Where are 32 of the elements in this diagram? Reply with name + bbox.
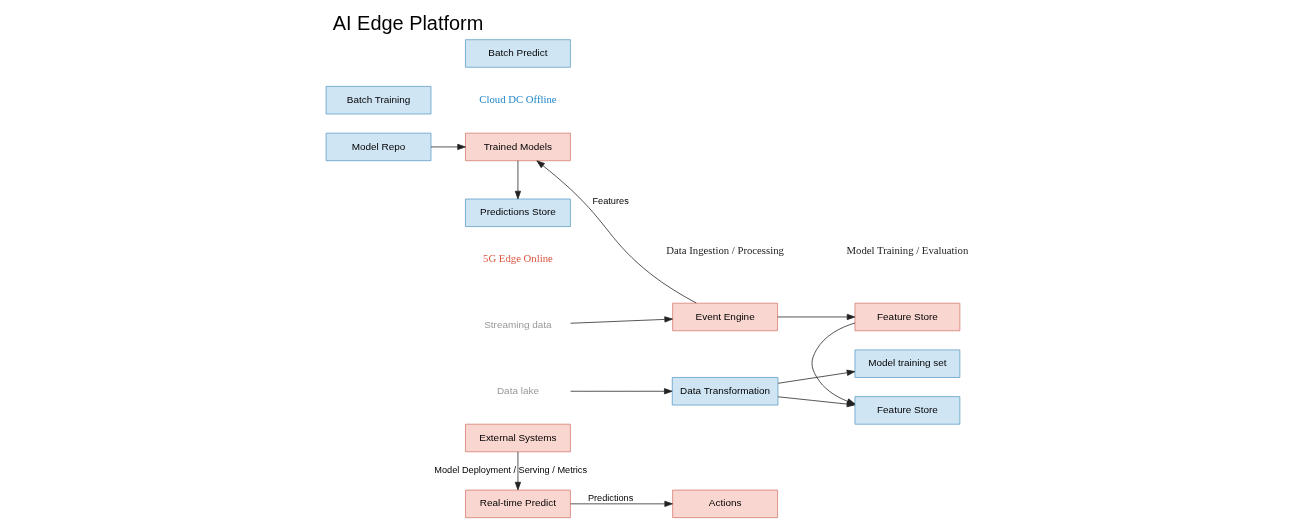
edge-label: Features [591, 196, 629, 207]
node-box: External Systems [464, 423, 571, 453]
arrow [776, 313, 855, 321]
edge-label: Predictions [587, 493, 633, 504]
arrow [536, 160, 697, 304]
node-box: Batch Predict [464, 39, 571, 68]
label: Data Ingestion / Processing [665, 243, 784, 256]
arrow [430, 143, 466, 150]
arrow [569, 500, 673, 507]
node-text: Data lake [496, 384, 539, 396]
arrow [569, 316, 673, 324]
node-box: Trained Models [464, 132, 571, 162]
node-box: Real-time Predict [464, 489, 571, 519]
label: 5G Edge Online [482, 252, 553, 265]
arrow [569, 388, 672, 395]
arrow [777, 369, 855, 384]
node-box: Actions [671, 489, 778, 519]
node-box: Predictions Store [464, 198, 571, 227]
node-box: Feature Store [854, 396, 960, 425]
label: Model Training / Evaluation [846, 243, 968, 256]
node-box: Batch Training [325, 86, 431, 115]
edge-label: Model Deployment / Serving / Metrics [433, 465, 587, 476]
node-box: Feature Store [854, 302, 960, 332]
node-text: Streaming data [483, 319, 552, 330]
node-box: Model training set [854, 349, 960, 378]
node-box: Event Engine [671, 302, 778, 332]
node-box: Data Transformation [671, 377, 778, 406]
arrow [514, 451, 521, 491]
diagram-title: AI Edge Platform [332, 12, 483, 35]
node-box: Model Repo [325, 132, 431, 162]
arrow [514, 160, 521, 200]
label: Cloud DC Offline [478, 93, 557, 106]
